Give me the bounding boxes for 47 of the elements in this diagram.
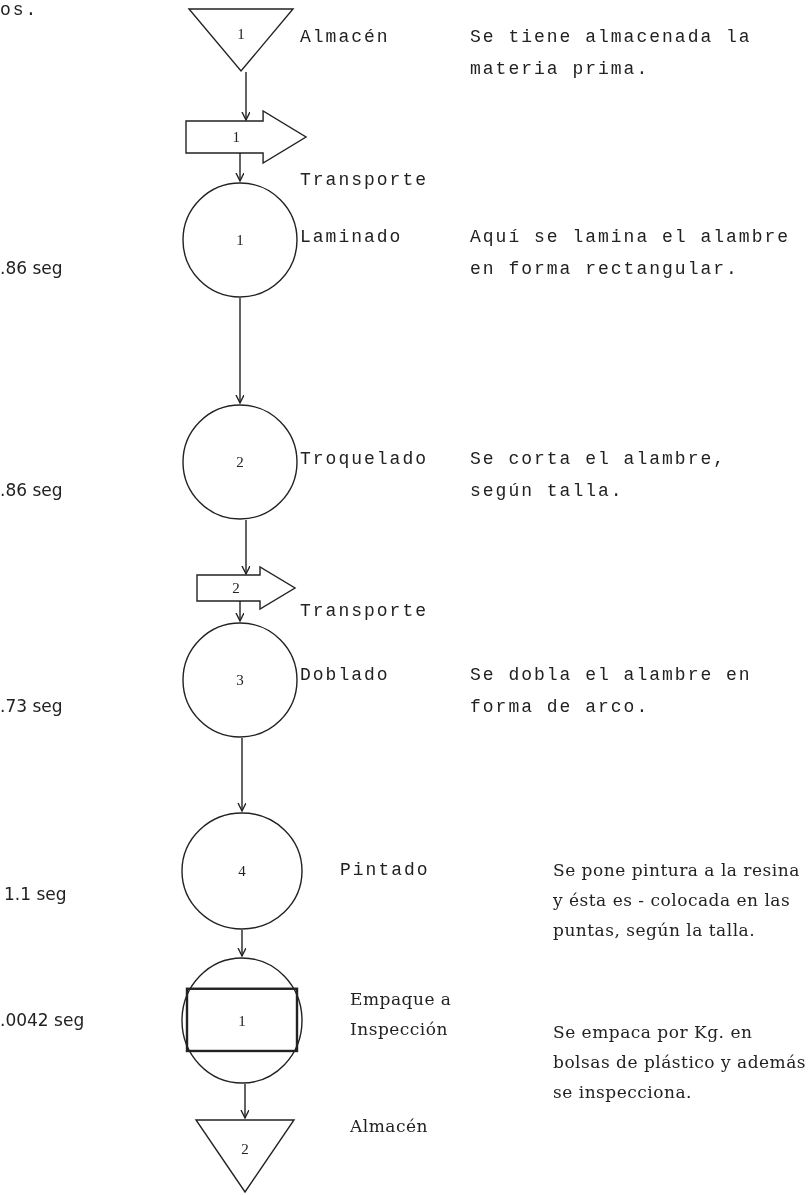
- step-number: 1: [236, 231, 244, 249]
- step-description: Se pone pintura a la resina y ésta es - colocada en las puntas, según la talla.: [553, 859, 801, 942]
- arrow: [235, 297, 245, 404]
- time-label: .0042 seg: [0, 1009, 86, 1032]
- step-description: Se corta el alambre, según talla.: [470, 448, 728, 503]
- arrow: [235, 152, 245, 182]
- step-description: Se dobla el alambre en forma de arco.: [470, 664, 753, 719]
- operation-circle: [182, 182, 298, 298]
- combined-operation-symbol: [181, 957, 303, 1084]
- step-name: Transporte: [300, 169, 430, 192]
- step-number: 2: [236, 453, 244, 471]
- arrow: [235, 600, 245, 622]
- step-name: Almacén: [350, 1115, 429, 1138]
- transport-symbol: [196, 566, 296, 610]
- operation-circle: [182, 404, 298, 520]
- operation-circle: [182, 622, 298, 738]
- step-number: 1: [232, 128, 240, 146]
- time-label: .86 seg: [0, 257, 64, 280]
- time-label: 1.1 seg: [4, 883, 68, 906]
- operation-circle: [181, 812, 303, 930]
- step-name: Transporte: [300, 600, 430, 623]
- arrow: [241, 519, 251, 575]
- time-label: .86 seg: [0, 479, 64, 502]
- step-description: Se tiene almacenada la materia prima.: [470, 26, 753, 81]
- arrow: [237, 929, 247, 957]
- step-description: Aquí se lamina el alambre en forma rectangular.: [470, 226, 792, 281]
- step-number: 4: [238, 862, 246, 880]
- step-name: Almacén: [300, 26, 391, 49]
- step-number: 2: [241, 1140, 249, 1158]
- step-name: Laminado: [300, 226, 404, 249]
- transport-symbol: [185, 110, 307, 164]
- storage-triangle: [188, 8, 294, 72]
- arrow: [237, 737, 247, 812]
- step-description: Se empaca por Kg. en bolsas de plástico y además se inspecciona.: [553, 1021, 808, 1104]
- step-number: 1: [238, 1012, 246, 1029]
- step-name: Troquelado: [300, 448, 430, 471]
- arrow: [241, 71, 251, 121]
- step-number: 2: [232, 579, 240, 597]
- arrow: [240, 1083, 250, 1119]
- text-fragment: os.: [0, 0, 40, 22]
- time-label: .73 seg: [0, 695, 64, 718]
- step-name: Pintado: [340, 859, 431, 882]
- step-number: 3: [236, 671, 244, 689]
- step-number: 1: [237, 25, 245, 43]
- step-name: Empaque a Inspección: [350, 988, 453, 1041]
- storage-triangle: [195, 1119, 295, 1193]
- step-name: Doblado: [300, 664, 391, 687]
